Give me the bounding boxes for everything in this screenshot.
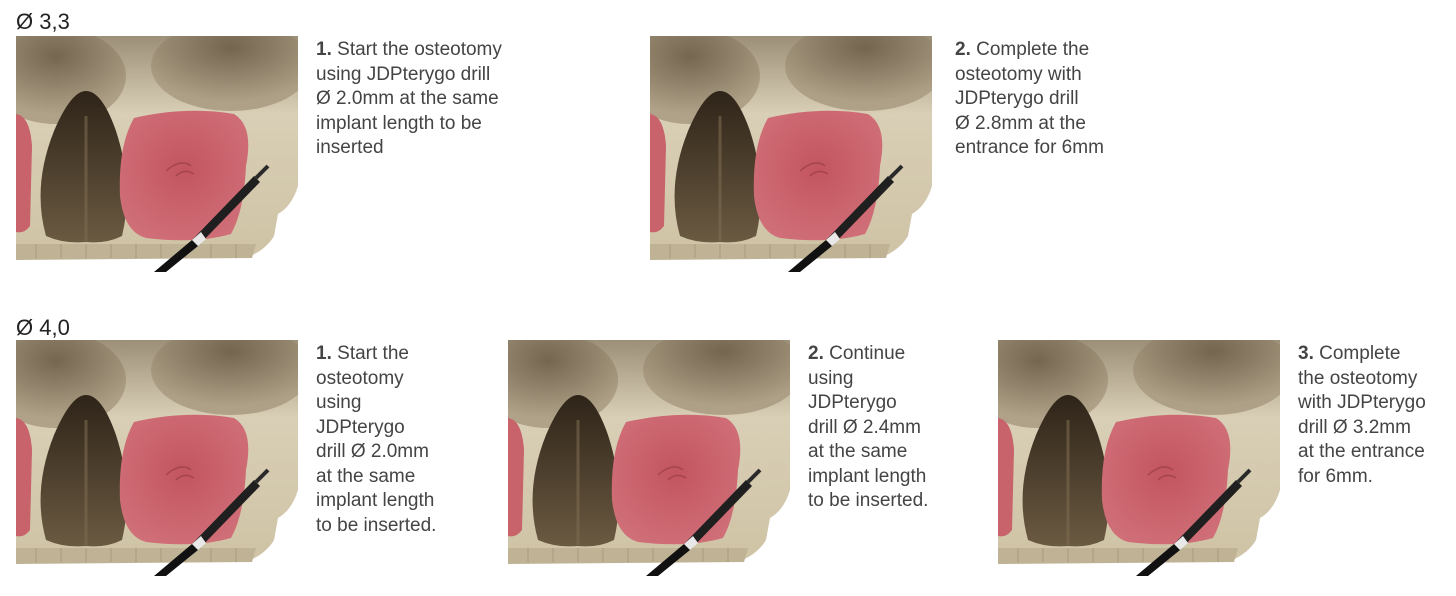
step-description: 1. Start the osteotomy using JDPterygo d… — [316, 38, 556, 161]
step-text: Continue using JDPterygo drill Ø 2.4mm a… — [808, 343, 928, 511]
step-description: 1. Start the osteotomy using JDPterygo d… — [316, 342, 486, 538]
step-text: Complete the osteotomy with JDPterygo dr… — [1298, 343, 1426, 487]
skull-maxilla-drill-illustration — [998, 340, 1280, 576]
step-number: 2. — [955, 39, 971, 60]
step-number: 1. — [316, 343, 332, 364]
skull-maxilla-drill-illustration — [650, 36, 932, 272]
section-title-d40: Ø 4,0 — [16, 316, 70, 340]
skull-maxilla-drill-illustration — [508, 340, 790, 576]
step-number: 1. — [316, 39, 332, 60]
skull-maxilla-drill-illustration — [16, 36, 298, 272]
skull-maxilla-drill-illustration — [16, 340, 298, 576]
step-number: 2. — [808, 343, 824, 364]
step-text: Start the osteotomy using JDPterygo dril… — [316, 343, 436, 536]
step-description: 2. Continue using JDPterygo drill Ø 2.4m… — [808, 342, 978, 514]
step-text: Complete the osteotomy with JDPterygo dr… — [955, 39, 1104, 158]
step-description: 3. Complete the osteotomy with JDPterygo… — [1298, 342, 1453, 489]
section-title-d33: Ø 3,3 — [16, 10, 70, 34]
step-description: 2. Complete the osteotomy with JDPterygo… — [955, 38, 1175, 161]
step-number: 3. — [1298, 343, 1314, 364]
step-text: Start the osteotomy using JDPterygo dril… — [316, 39, 502, 158]
